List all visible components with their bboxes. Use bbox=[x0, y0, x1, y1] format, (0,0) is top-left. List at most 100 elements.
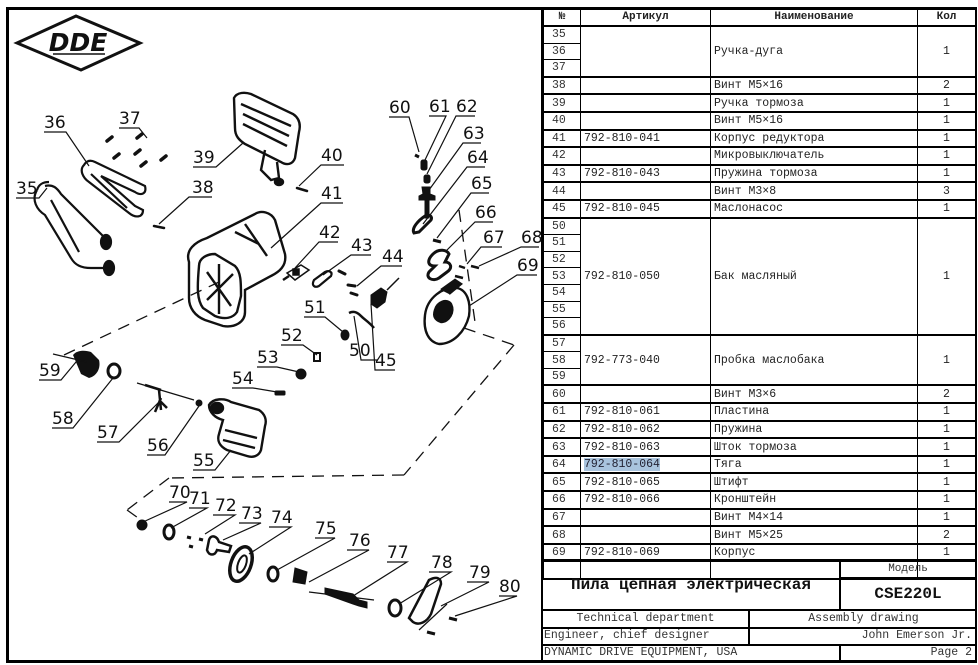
cell-article[interactable] bbox=[580, 93, 711, 113]
cell-name[interactable]: Ручка тормоза bbox=[710, 93, 918, 113]
cell-name[interactable]: Бак масляный bbox=[710, 217, 918, 336]
cell-quantity[interactable]: 1 bbox=[917, 490, 976, 510]
cell-position-number[interactable]: 45 bbox=[543, 199, 581, 219]
cell-position-number[interactable]: 68 bbox=[543, 525, 581, 545]
table-row[interactable]: 37 bbox=[543, 59, 976, 78]
cell-article[interactable]: 792-810-050 bbox=[580, 217, 711, 336]
cell-quantity[interactable]: 1 bbox=[917, 93, 976, 113]
article-text[interactable]: 792-810-069 bbox=[584, 546, 660, 560]
cell-quantity[interactable]: 1 bbox=[917, 334, 976, 387]
cell-name[interactable]: Пластина bbox=[710, 402, 918, 422]
cell-article[interactable] bbox=[580, 111, 711, 131]
table-row[interactable]: 56 bbox=[543, 317, 976, 336]
cell-name[interactable]: Штифт bbox=[710, 472, 918, 493]
cell-article[interactable] bbox=[580, 181, 711, 201]
article-text[interactable]: 792-810-043 bbox=[584, 167, 660, 181]
cell-position-number[interactable]: 64 bbox=[543, 455, 581, 475]
article-text[interactable]: 792-810-066 bbox=[584, 493, 660, 507]
cell-name[interactable]: Винт M5×16 bbox=[710, 76, 918, 96]
cell-quantity[interactable]: 1 bbox=[917, 472, 976, 493]
table-row[interactable]: 36 bbox=[543, 42, 976, 61]
cell-name[interactable]: Винт M5×25 bbox=[710, 525, 918, 545]
cell-name[interactable]: Винт M4×14 bbox=[710, 508, 918, 528]
cell-position-number[interactable]: 52 bbox=[543, 250, 581, 269]
cell-name[interactable]: Винт M3×8 bbox=[710, 181, 918, 201]
cell-name[interactable]: Маслонасос bbox=[710, 199, 918, 219]
cell-article[interactable] bbox=[580, 384, 711, 405]
cell-name[interactable]: Тяга bbox=[710, 455, 918, 475]
cell-quantity[interactable]: 3 bbox=[917, 181, 976, 201]
cell-article[interactable]: 792-810-064 bbox=[580, 455, 711, 475]
cell-position-number[interactable]: 61 bbox=[543, 402, 581, 422]
cell-quantity[interactable]: 1 bbox=[917, 25, 976, 78]
cell-position-number[interactable]: 53 bbox=[543, 267, 581, 285]
cell-article[interactable]: 792-810-045 bbox=[580, 199, 711, 219]
cell-position-number[interactable]: 60 bbox=[543, 384, 581, 405]
cell-article[interactable] bbox=[580, 508, 711, 528]
cell-article[interactable] bbox=[580, 25, 711, 78]
cell-name[interactable]: Микровыключатель bbox=[710, 146, 918, 166]
article-text[interactable]: 792-773-040 bbox=[584, 353, 660, 367]
cell-position-number[interactable]: 42 bbox=[543, 146, 581, 166]
cell-position-number[interactable]: 39 bbox=[543, 93, 581, 113]
cell-position-number[interactable]: 50 bbox=[543, 217, 581, 236]
cell-article[interactable]: 792-810-066 bbox=[580, 490, 711, 510]
cell-quantity[interactable]: 1 bbox=[917, 199, 976, 219]
cell-name[interactable]: Пружина bbox=[710, 420, 918, 440]
cell-quantity[interactable]: 1 bbox=[917, 164, 976, 184]
cell-quantity[interactable]: 1 bbox=[917, 111, 976, 131]
cell-position-number[interactable]: 54 bbox=[543, 283, 581, 302]
article-text[interactable]: 792-810-065 bbox=[584, 475, 660, 489]
cell-quantity[interactable]: 1 bbox=[917, 455, 976, 475]
cell-position-number[interactable]: 51 bbox=[543, 234, 581, 252]
cell-name[interactable]: Пробка маслобака bbox=[710, 334, 918, 387]
cell-article[interactable]: 792-810-063 bbox=[580, 437, 711, 457]
cell-quantity[interactable]: 1 bbox=[917, 508, 976, 528]
cell-position-number[interactable]: 58 bbox=[543, 351, 581, 369]
cell-article[interactable] bbox=[580, 76, 711, 96]
cell-position-number[interactable]: 66 bbox=[543, 490, 581, 510]
cell-article[interactable]: 792-810-061 bbox=[580, 402, 711, 422]
cell-position-number[interactable]: 55 bbox=[543, 300, 581, 319]
table-row[interactable]: 55 bbox=[543, 300, 976, 319]
cell-position-number[interactable]: 36 bbox=[543, 42, 581, 61]
cell-name[interactable]: Винт M5×16 bbox=[710, 111, 918, 131]
article-text[interactable]: 792-810-050 bbox=[584, 269, 660, 283]
cell-quantity[interactable]: 2 bbox=[917, 525, 976, 545]
cell-article[interactable] bbox=[580, 146, 711, 166]
cell-name[interactable]: Корпус редуктора bbox=[710, 129, 918, 149]
cell-position-number[interactable]: 44 bbox=[543, 181, 581, 201]
cell-article[interactable] bbox=[580, 525, 711, 545]
article-text[interactable]: 792-810-062 bbox=[584, 422, 660, 436]
cell-article[interactable]: 792-810-069 bbox=[580, 543, 711, 563]
cell-position-number[interactable]: 59 bbox=[543, 367, 581, 387]
cell-name[interactable]: Винт M3×6 bbox=[710, 384, 918, 405]
cell-quantity[interactable]: 1 bbox=[917, 437, 976, 457]
cell-position-number[interactable]: 40 bbox=[543, 111, 581, 131]
cell-article[interactable]: 792-810-065 bbox=[580, 472, 711, 493]
cell-name[interactable]: Пружина тормоза bbox=[710, 164, 918, 184]
cell-article[interactable]: 792-810-041 bbox=[580, 129, 711, 149]
article-text[interactable]: 792-810-045 bbox=[584, 202, 660, 216]
cell-position-number[interactable]: 62 bbox=[543, 420, 581, 440]
cell-position-number[interactable]: 57 bbox=[543, 334, 581, 353]
cell-quantity[interactable]: 1 bbox=[917, 146, 976, 166]
article-text[interactable]: 792-810-061 bbox=[584, 405, 660, 419]
